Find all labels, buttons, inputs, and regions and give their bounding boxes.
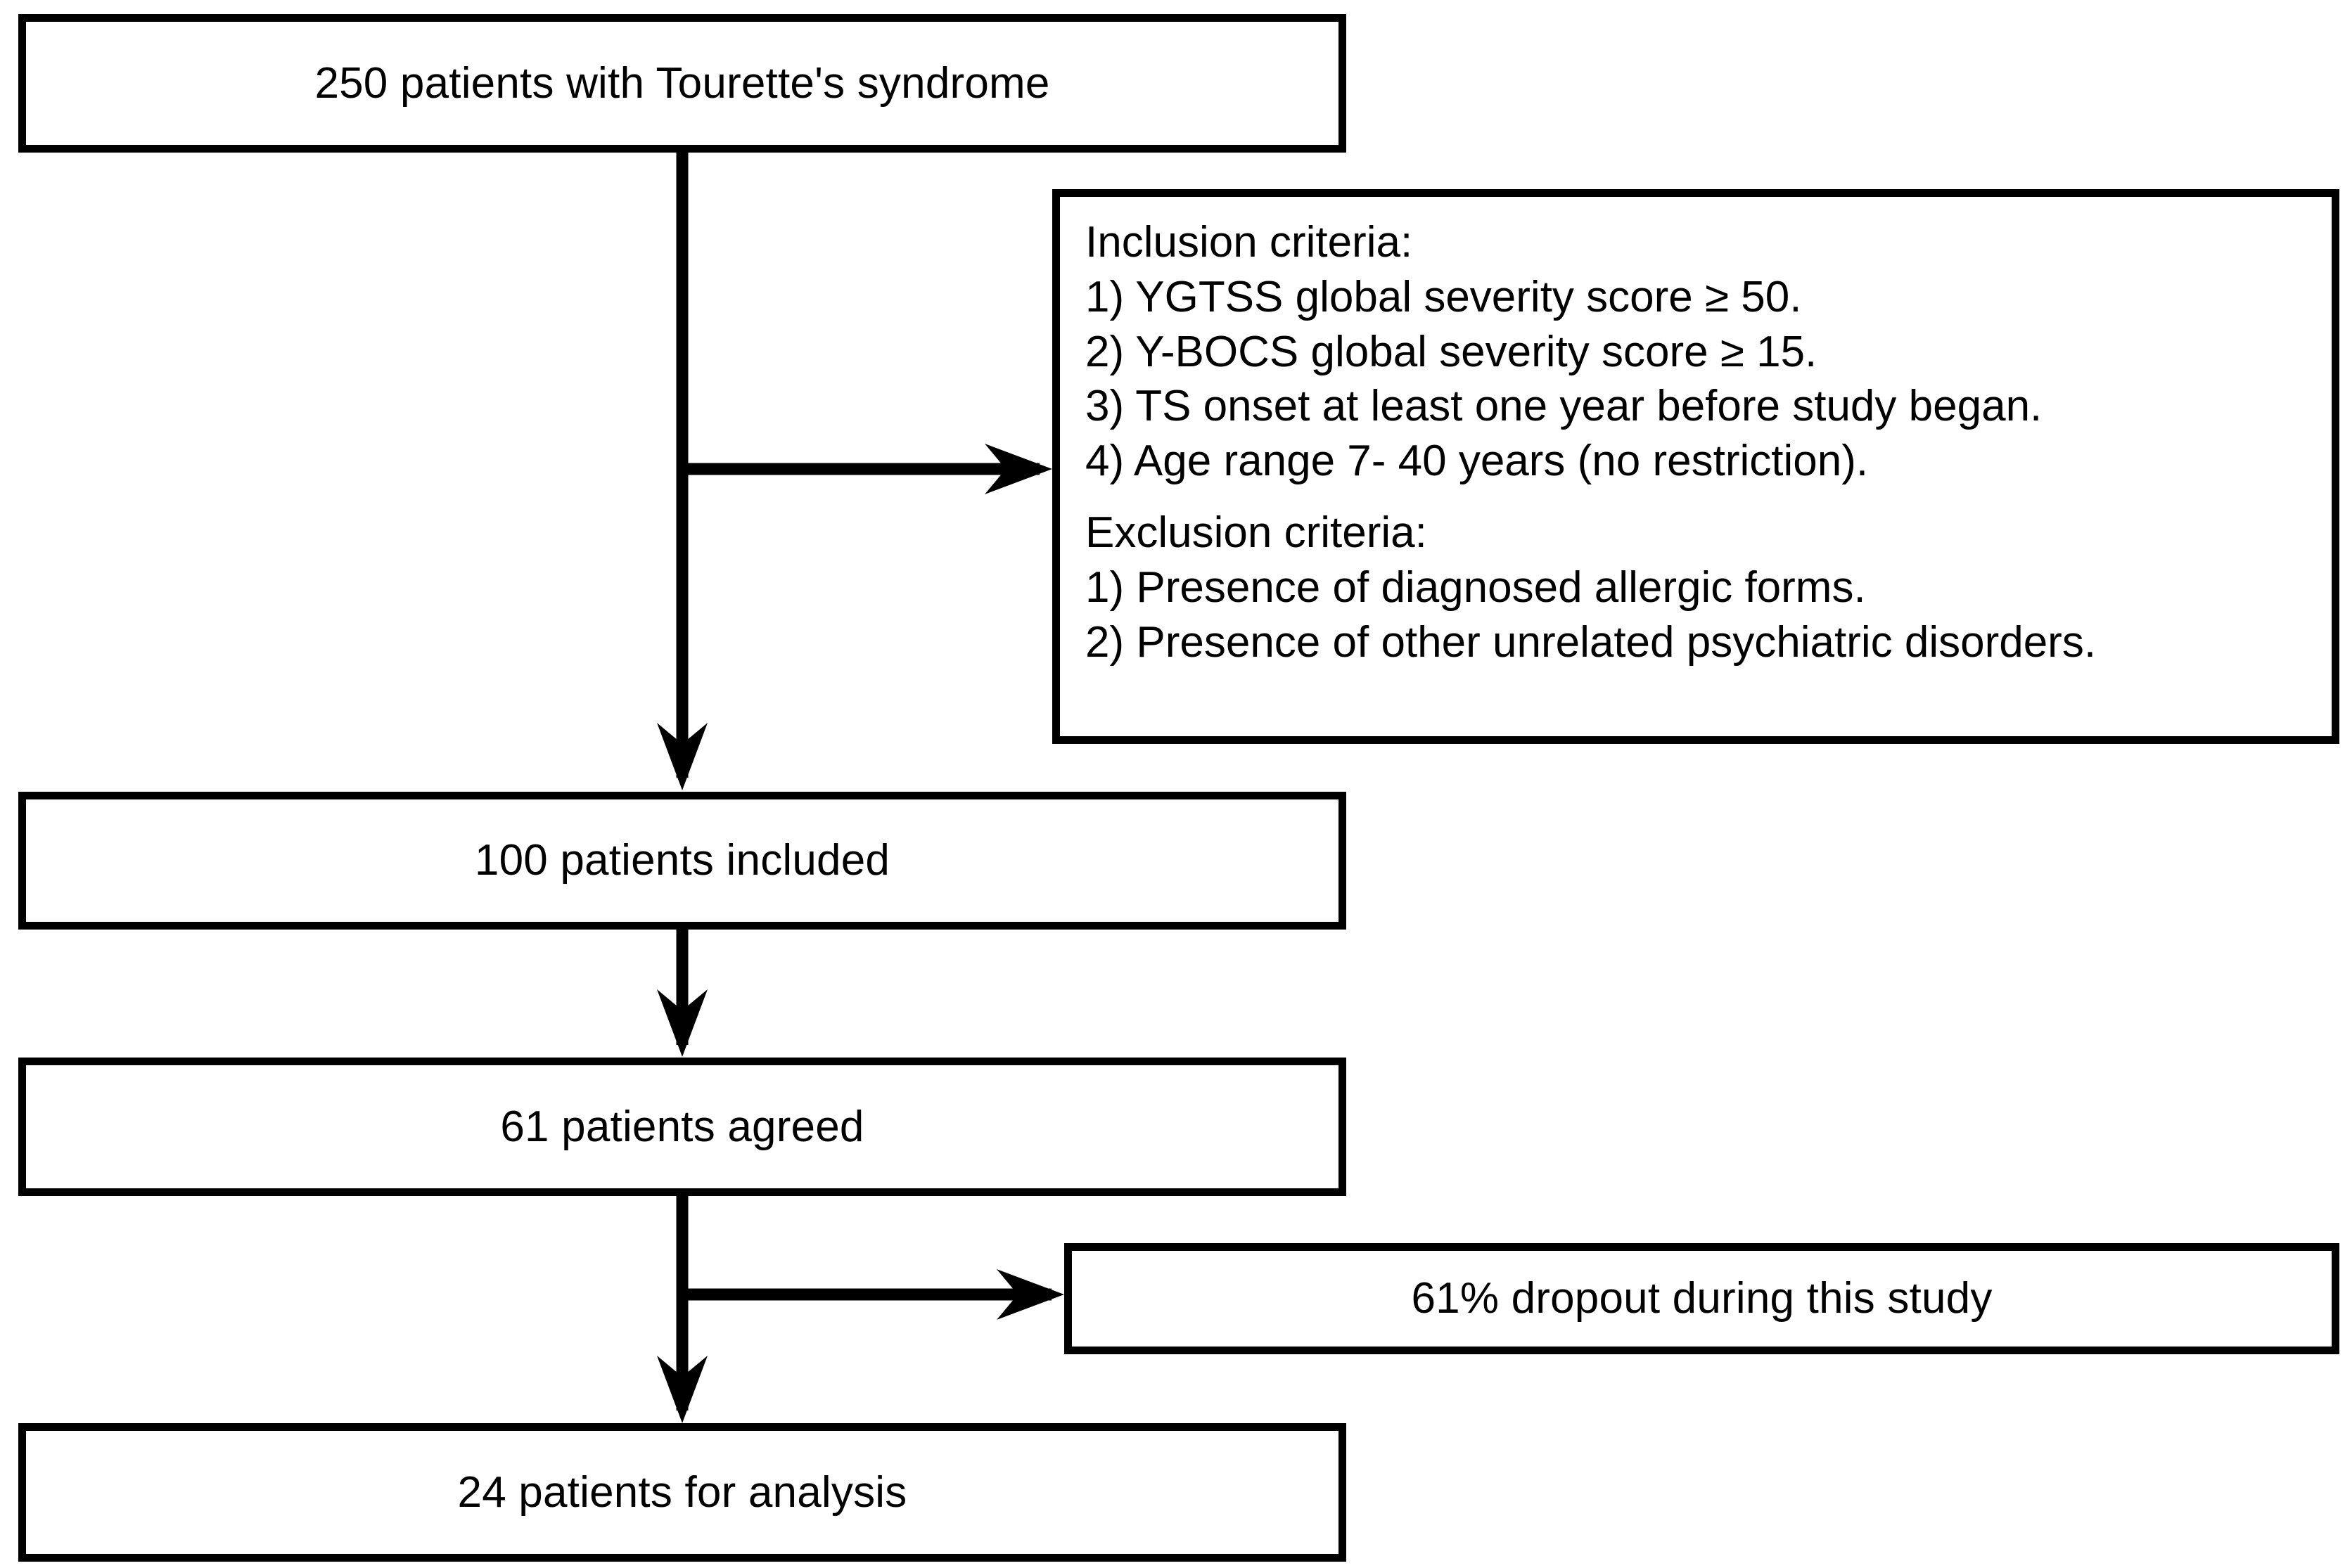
- box-patients-agreed: 61 patients agreed: [18, 1058, 1346, 1196]
- box-patients-included: 100 patients included: [18, 792, 1346, 930]
- box-patients-screened: 250 patients with Tourette's syndrome: [18, 14, 1346, 153]
- exclusion-criteria-heading: Exclusion criteria:: [1085, 508, 1427, 557]
- arrow-trunk-to-criteria: [682, 444, 1052, 494]
- arrow-screened-to-included: [657, 153, 708, 790]
- criteria-text-block: Inclusion criteria: 1) YGTSS global seve…: [1085, 215, 2096, 669]
- criteria-section-spacer: [1085, 489, 2096, 506]
- box-patients-screened-label: 250 patients with Tourette's syndrome: [314, 58, 1050, 108]
- arrow-trunk-to-dropout: [682, 1269, 1064, 1320]
- exclusion-criteria-item-2: 2) Presence of other unrelated psychiatr…: [1085, 617, 2097, 667]
- arrow-included-to-agreed: [657, 930, 708, 1057]
- inclusion-criteria-item-2: 2) Y-BOCS global severity score ≥ 15.: [1085, 327, 1817, 376]
- exclusion-criteria-item-1: 1) Presence of diagnosed allergic forms.: [1085, 563, 1866, 612]
- arrow-agreed-to-analysis: [657, 1196, 708, 1423]
- inclusion-criteria-item-3: 3) TS onset at least one year before stu…: [1085, 382, 2043, 431]
- box-dropout-label: 61% dropout during this study: [1411, 1274, 1993, 1323]
- box-patients-included-label: 100 patients included: [474, 836, 890, 885]
- box-patients-agreed-label: 61 patients agreed: [500, 1102, 864, 1151]
- inclusion-criteria-item-4: 4) Age range 7- 40 years (no restriction…: [1085, 437, 1869, 486]
- inclusion-criteria-item-1: 1) YGTSS global severity score ≥ 50.: [1085, 272, 1802, 321]
- box-patients-for-analysis: 24 patients for analysis: [18, 1423, 1346, 1562]
- box-eligibility-criteria: Inclusion criteria: 1) YGTSS global seve…: [1052, 189, 2339, 744]
- inclusion-criteria-heading: Inclusion criteria:: [1085, 218, 1413, 266]
- box-patients-for-analysis-label: 24 patients for analysis: [457, 1467, 907, 1517]
- box-dropout: 61% dropout during this study: [1064, 1243, 2339, 1354]
